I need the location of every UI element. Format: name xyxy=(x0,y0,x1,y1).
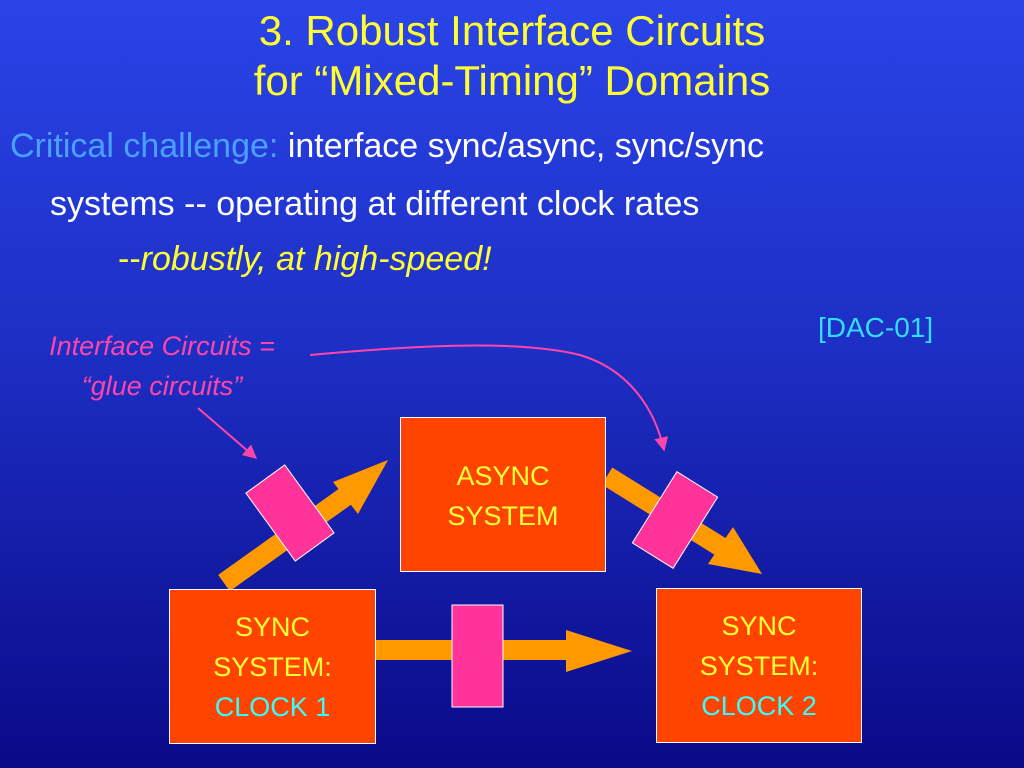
challenge-line: Critical challenge: interface sync/async… xyxy=(10,127,764,166)
async-box-line-1: ASYNC xyxy=(456,461,550,491)
async-box-line-2: SYSTEM xyxy=(447,501,559,531)
annotation-pointer-right xyxy=(309,344,669,452)
title-line-2: for “Mixed-Timing” Domains xyxy=(253,57,771,104)
sync1-clock-label: CLOCK 1 xyxy=(214,691,331,722)
glue-block-async-to-sync xyxy=(631,470,719,570)
sync-system-clock1-box: SYNC SYSTEM: CLOCK 1 xyxy=(169,589,376,744)
emphasis-prefix: -- xyxy=(118,240,141,278)
sync2-box-line-1: SYNC xyxy=(721,610,797,641)
challenge-text: interface sync/async, sync/sync xyxy=(287,127,764,165)
title-line-1: 3. Robust Interface Circuits xyxy=(258,7,766,54)
sync2-box-line-2: SYSTEM: xyxy=(699,650,819,681)
async-system-box: ASYNC SYSTEM xyxy=(400,417,606,572)
glue-block-sync-to-sync xyxy=(451,604,504,708)
challenge-line-2: systems -- operating at different clock … xyxy=(50,185,700,223)
emphasis-text: robustly, at high-speed! xyxy=(140,240,492,278)
sync1-box-line-2: SYSTEM: xyxy=(213,651,332,682)
glue-block-sync-to-async xyxy=(245,464,335,562)
glue-annotation: Interface Circuits = “glue circuits” xyxy=(12,326,312,406)
sync2-clock-label: CLOCK 2 xyxy=(701,690,817,721)
sync-system-clock2-box: SYNC SYSTEM: CLOCK 2 xyxy=(656,588,862,743)
glue-annotation-line-1: Interface Circuits = xyxy=(49,331,275,361)
slide-title: 3. Robust Interface Circuits for “Mixed-… xyxy=(0,6,1024,106)
emphasis-line: --robustly, at high-speed! xyxy=(118,240,492,279)
sync1-box-line-1: SYNC xyxy=(234,611,310,642)
arrow-sync1-to-sync2 xyxy=(376,630,632,672)
annotation-pointer-left xyxy=(197,407,258,459)
glue-annotation-line-2: “glue circuits” xyxy=(81,371,243,401)
challenge-lead: Critical challenge: xyxy=(10,127,279,165)
reference-citation: [DAC-01] xyxy=(818,312,934,343)
